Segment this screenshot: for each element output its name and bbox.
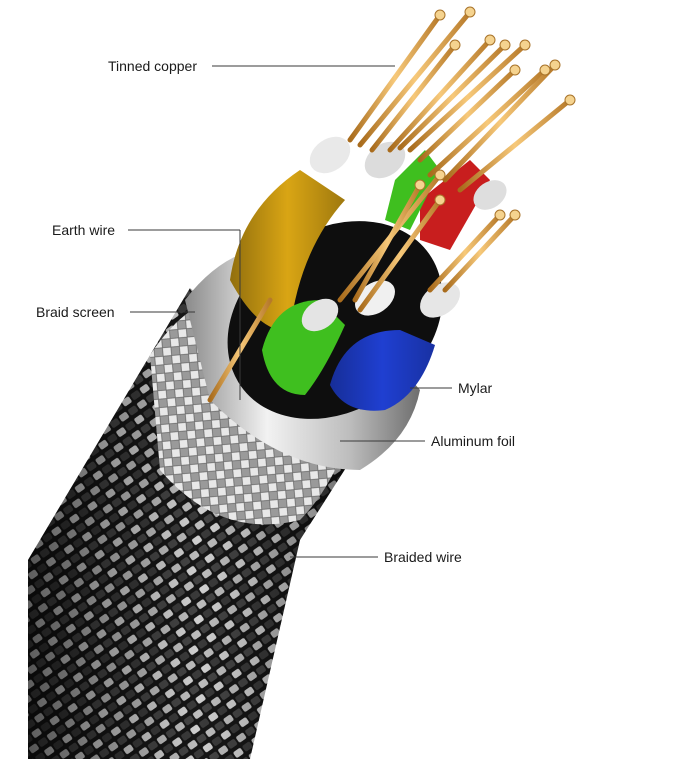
label-aluminum-foil: Aluminum foil [431, 433, 515, 449]
label-earth-wire: Earth wire [52, 222, 115, 238]
label-braided-wire: Braided wire [384, 549, 462, 565]
label-braid-screen: Braid screen [36, 304, 115, 320]
label-mylar: Mylar [458, 380, 493, 396]
label-tinned-copper: Tinned copper [108, 58, 197, 74]
